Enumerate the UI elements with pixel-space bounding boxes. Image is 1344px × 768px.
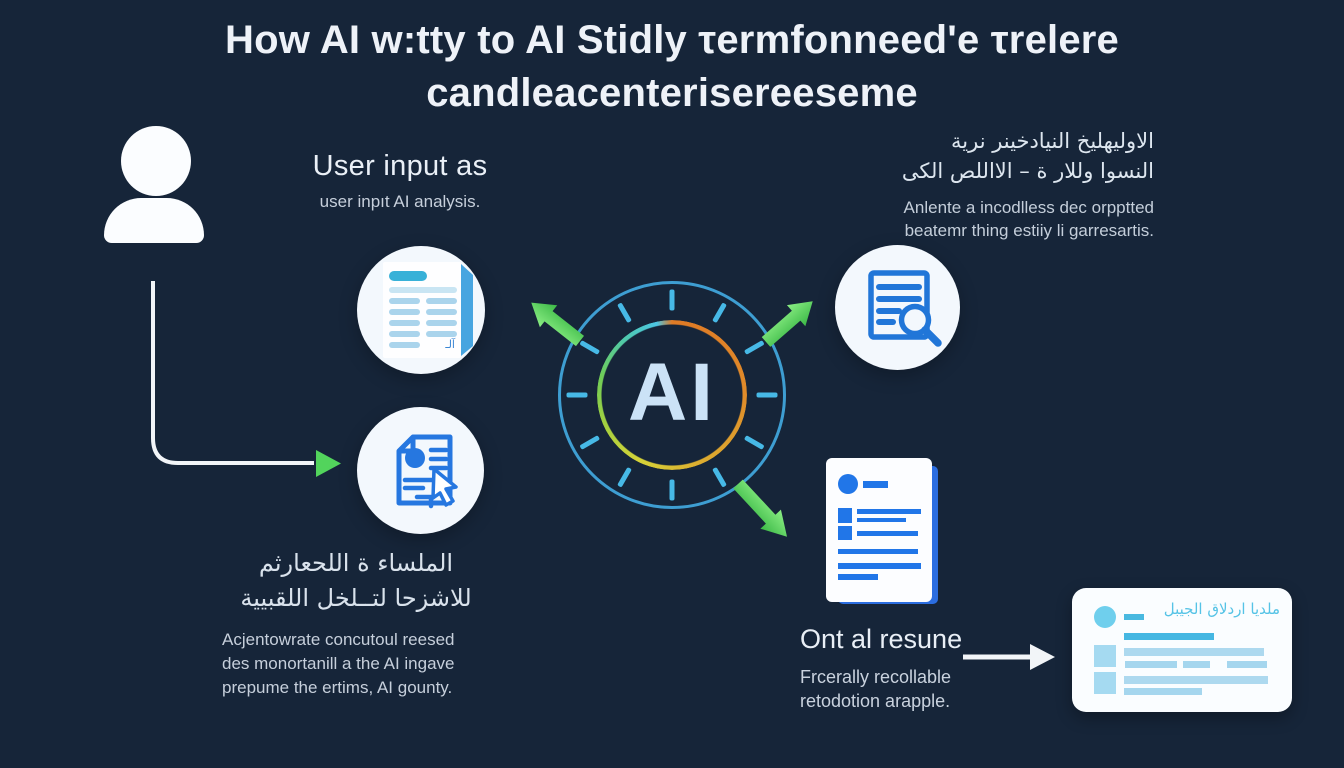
document-lines-icon-art: آلـ	[383, 262, 473, 358]
card-line	[1124, 648, 1264, 656]
user-flow-arrowhead-icon	[316, 450, 341, 477]
doc-line	[857, 531, 918, 536]
doc-line	[838, 549, 918, 554]
doc-line	[857, 509, 921, 514]
doc-line	[838, 574, 878, 580]
user-input-caption: user inpıt AI analysis.	[319, 192, 481, 211]
title-line-1: How AI w:tty to AI Stidly τermfonneed'e …	[224, 18, 1119, 62]
title-line-2: candleacenterisereeseme	[426, 71, 918, 115]
card-dash	[1183, 661, 1210, 668]
doc-bullet-square	[838, 508, 852, 523]
user-flow-connector	[151, 281, 314, 465]
user-icon	[121, 126, 191, 196]
output-heading: Ont al resune	[800, 624, 963, 654]
ai-hub: AI	[558, 281, 786, 509]
card-line	[1124, 676, 1268, 684]
result-card: ملديا اردلاق الجيبل	[1072, 588, 1292, 712]
detail-caption-line-1: Acjentowrate concutoul reesed	[222, 630, 455, 649]
document-cursor-icon	[357, 407, 484, 534]
output-label-block: Ont al resune Frcerally recollable retod…	[800, 624, 1000, 713]
analysis-caption-line-2: beatemr thing estiiy li garresartis.	[904, 221, 1154, 240]
analysis-arabic-line-1: الاوليهليخ النيادخينر نرية	[951, 129, 1154, 153]
document-stamp-text: آلـ	[444, 337, 456, 351]
card-bullet-square	[1094, 645, 1116, 667]
detail-caption-line-2: des monortanill a the AI ingave	[222, 654, 455, 673]
output-arrowhead-icon	[1030, 644, 1055, 670]
document-cursor-icon-art	[396, 434, 458, 509]
detail-arabic-line-1: الملساء ة اللحعارثم	[258, 549, 454, 577]
hub-tick	[669, 289, 675, 311]
document-search-icon	[835, 245, 960, 370]
analysis-arabic-line-2: النسوا وللار ة – الااللص الكى	[901, 159, 1154, 183]
input-detail-label-block: الملساء ة اللحعارثم للاشزحا لتــلخل اللق…	[222, 546, 490, 700]
document-search-icon-art	[868, 270, 942, 347]
output-caption: Frcerally recollable retodotion arapple.	[800, 665, 1000, 713]
doc-line	[857, 518, 906, 522]
output-caption-line-1: Frcerally recollable	[800, 667, 952, 687]
user-input-heading: User input as	[312, 150, 488, 182]
doc-line	[863, 481, 888, 488]
doc-avatar-dot	[838, 474, 858, 494]
detail-caption-line-3: prepume the ertims, AI gounty.	[222, 678, 453, 697]
doc-bullet-square	[838, 526, 852, 540]
card-line	[1124, 633, 1214, 640]
analysis-caption: Anlente a incodlless dec orpptted beatem…	[820, 196, 1154, 242]
doc-line	[838, 563, 921, 569]
analysis-label-block: الاوليهليخ النيادخينر نرية النسوا وللار …	[820, 126, 1154, 242]
output-caption-line-2: retodotion arapple.	[800, 691, 951, 711]
document-list-icon	[826, 458, 942, 608]
card-arabic-title: ملديا اردلاق الجيبل	[1163, 600, 1280, 618]
card-avatar-dot	[1094, 606, 1116, 628]
card-dash	[1227, 661, 1267, 668]
analysis-caption-line-1: Anlente a incodlless dec orpptted	[903, 198, 1154, 217]
ai-hub-gradient-ring	[597, 320, 747, 470]
ai-hub-outer-circle	[558, 281, 786, 509]
document-list-page	[826, 458, 932, 602]
card-dash	[1124, 614, 1144, 620]
user-icon-body	[104, 198, 204, 243]
card-dash	[1125, 661, 1177, 668]
document-lines-icon: آلـ	[357, 246, 485, 374]
detail-arabic-line-2: للاشزحا لتــلخل اللقبيية	[240, 584, 472, 612]
user-input-label-block: User input as user inpıt AI analysis.	[288, 150, 512, 212]
infographic-title: How AI w:tty to AI Stidly τermfonneed'e …	[0, 14, 1344, 120]
card-bullet-square	[1094, 672, 1116, 694]
detail-caption: Acjentowrate concutoul reesed des monort…	[222, 628, 490, 700]
ai-hub-label: AI	[628, 347, 716, 438]
card-line	[1124, 688, 1202, 695]
